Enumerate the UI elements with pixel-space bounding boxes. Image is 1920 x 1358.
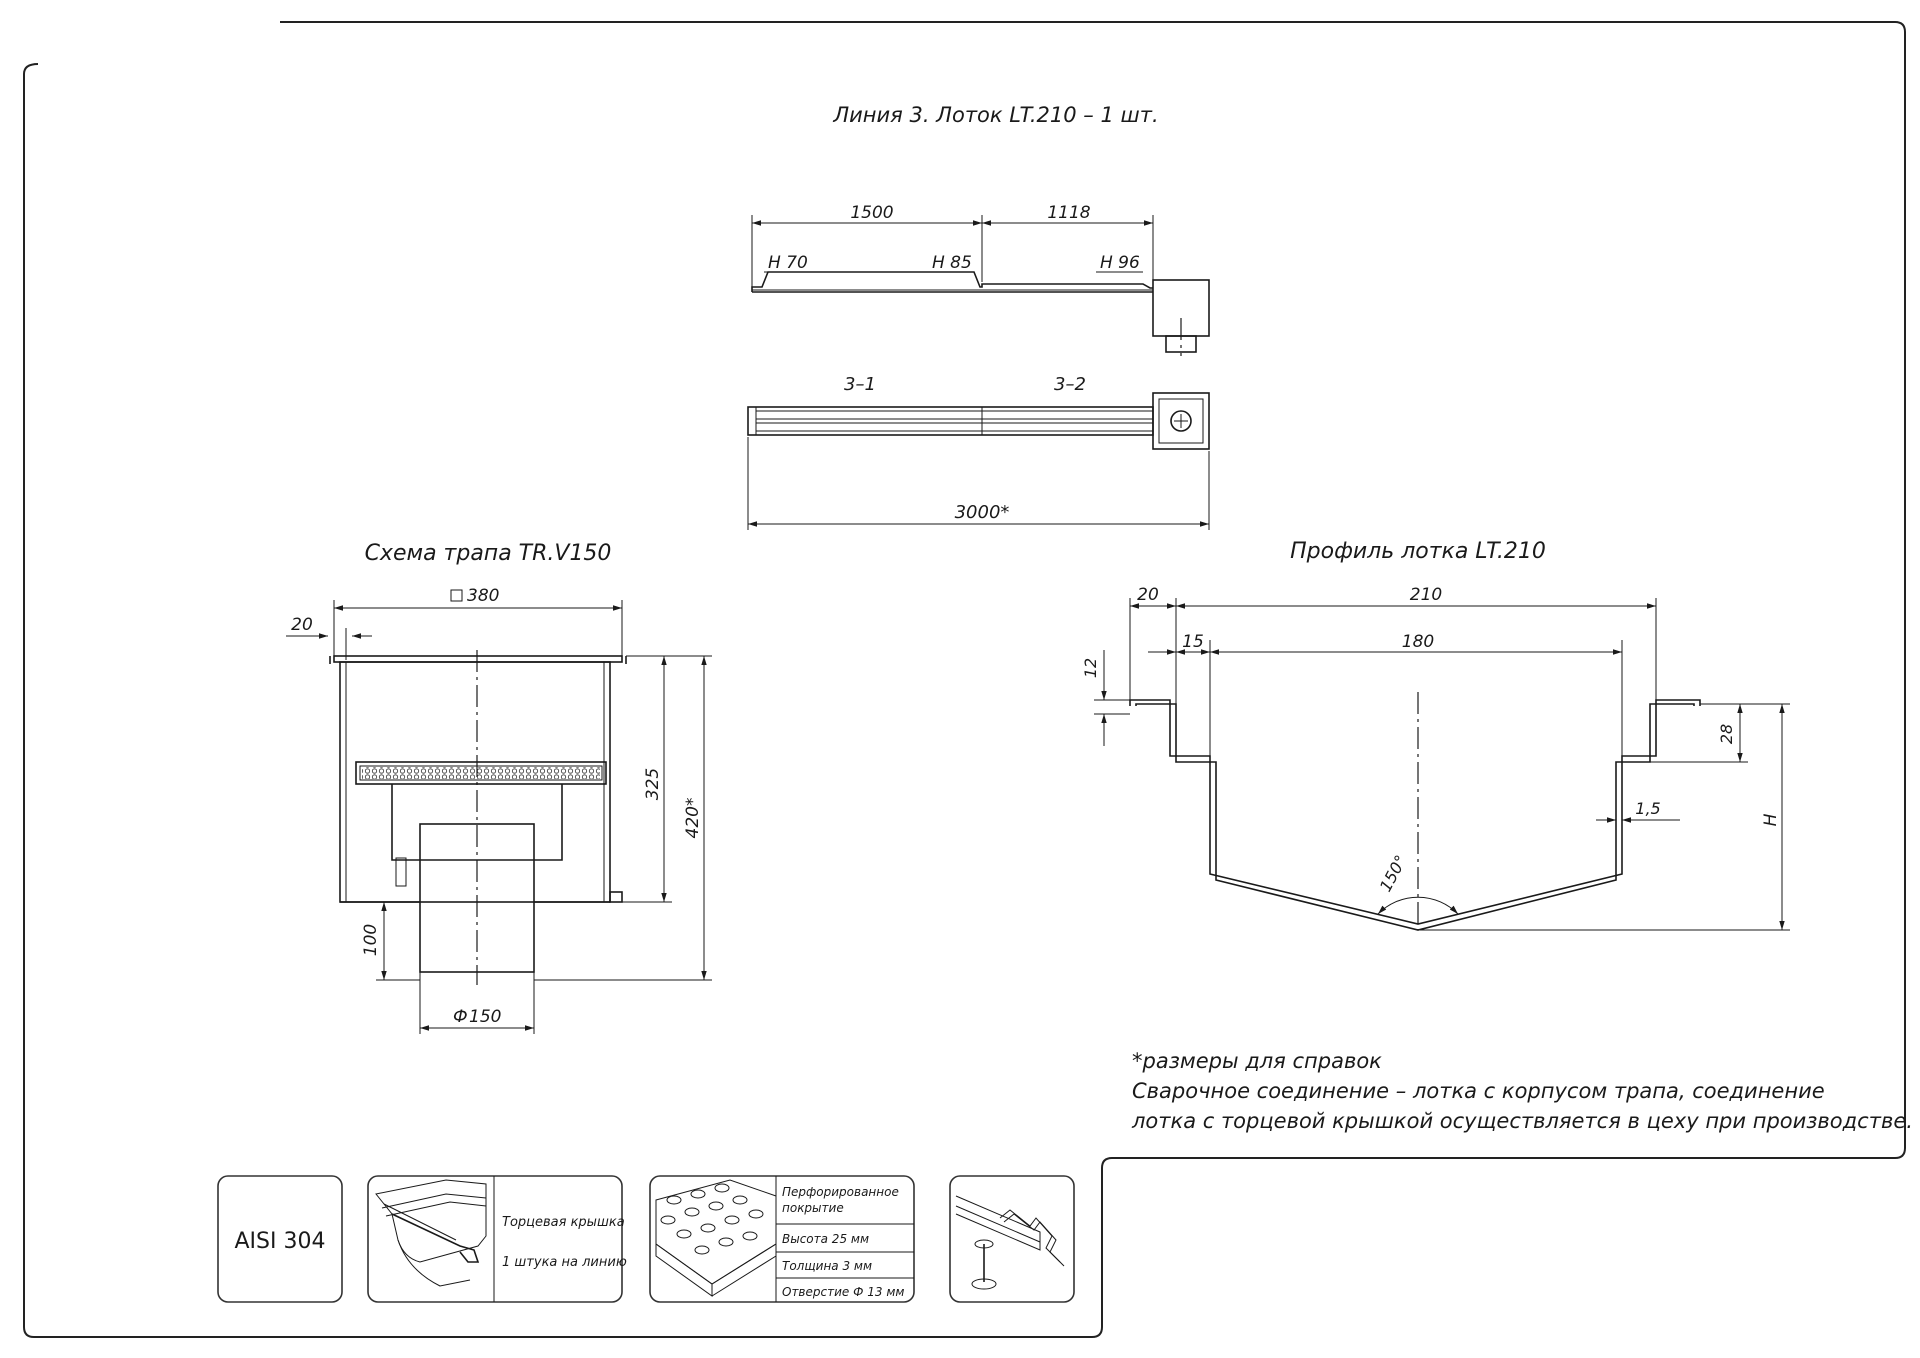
material-box xyxy=(217,1175,343,1303)
note-reference-dimensions: *размеры для справок xyxy=(1132,1049,1382,1073)
height-label-h96: H 96 xyxy=(1100,253,1140,273)
dim-total-length: 3000* xyxy=(955,502,1010,523)
tray-profile-view: Профиль лотка LT.210 20 210 15 180 12 28 xyxy=(1081,539,1790,931)
grating-header-1: Перфорированное xyxy=(782,1185,899,1199)
drain-section-view: Схема трапа TR.V150 380 20 32 xyxy=(286,541,712,1034)
note-welding-1: Сварочное соединение – лотка с корпусом … xyxy=(1132,1079,1825,1103)
height-label-h70: H 70 xyxy=(768,253,808,273)
legend: AISI 304 Торцевая крышка 1 штука на лини… xyxy=(217,1175,1075,1303)
perforated-grating xyxy=(362,767,600,779)
dim-body-height: 325 xyxy=(643,768,663,800)
dim-segment-2: 1118 xyxy=(1047,203,1090,223)
height-label-h85: H 85 xyxy=(932,253,972,273)
dim-profile-depth: 28 xyxy=(1717,724,1736,744)
grating-height: Высота 25 мм xyxy=(782,1232,869,1246)
note-welding-2: лотка с торцевой крышкой осуществляется … xyxy=(1131,1109,1913,1133)
material-label: AISI 304 xyxy=(235,1229,326,1254)
end-cap-qty: 1 штука на линию xyxy=(502,1255,627,1270)
dim-profile-width: 210 xyxy=(1410,585,1442,605)
dim-total-height: 420* xyxy=(683,798,703,839)
dim-profile-inner-width: 180 xyxy=(1402,632,1434,652)
section-label-3-1: 3–1 xyxy=(844,374,876,395)
tray-side-view: 1500 1118 H 70 H 85 H 96 xyxy=(751,203,1210,356)
page-title: Линия 3. Лоток LT.210 – 1 шт. xyxy=(832,103,1158,127)
dim-outlet-diameter: 150 xyxy=(469,1007,501,1027)
profile-title: Профиль лотка LT.210 xyxy=(1290,539,1546,564)
tray-plan-view: 3–1 3–2 3000* xyxy=(747,374,1210,530)
leveling-feet-illustration xyxy=(955,1195,1065,1290)
dim-segment-1: 1500 xyxy=(850,203,893,223)
dim-drain-width: 380 xyxy=(467,586,499,606)
dim-profile-step: 15 xyxy=(1182,632,1204,652)
grating-illustration xyxy=(655,1179,777,1297)
grating-box xyxy=(649,1175,915,1303)
dim-profile-flange: 20 xyxy=(1137,585,1159,605)
diameter-symbol: Ф xyxy=(453,1007,468,1027)
end-cap-label: Торцевая крышка xyxy=(502,1215,625,1230)
dim-profile-angle: 150° xyxy=(1376,852,1411,895)
sheet-frame xyxy=(23,21,1906,1338)
notes-block: *размеры для справок Сварочное соединени… xyxy=(1131,1049,1913,1133)
dim-profile-thickness: 1,5 xyxy=(1635,799,1660,818)
grating-header-2: покрытие xyxy=(782,1201,844,1215)
grating-thickness: Толщина 3 мм xyxy=(782,1259,872,1273)
dim-profile-height: H xyxy=(1761,813,1781,826)
dim-drain-flange: 20 xyxy=(291,615,313,635)
end-cap-illustration xyxy=(375,1179,487,1287)
drain-title: Схема трапа TR.V150 xyxy=(365,541,612,566)
section-label-3-2: 3–2 xyxy=(1054,374,1086,395)
end-cap-box xyxy=(367,1175,623,1303)
grating-hole: Отверстие Ф 13 мм xyxy=(782,1285,904,1299)
leveling-feet-box xyxy=(949,1175,1075,1303)
dim-profile-lip: 12 xyxy=(1081,658,1100,678)
dim-outlet-height: 100 xyxy=(361,924,381,956)
